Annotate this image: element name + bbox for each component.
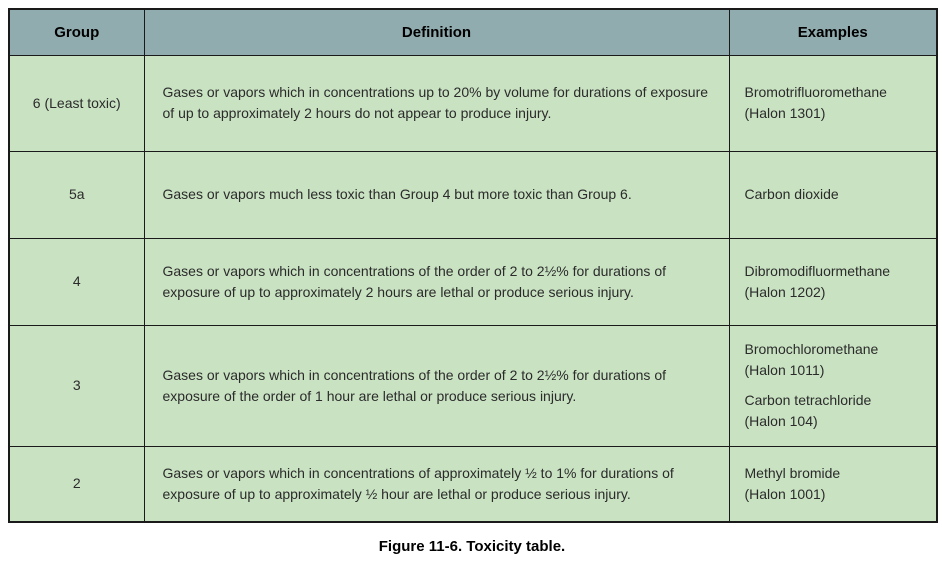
column-header-group: Group [8,8,145,56]
figure-caption: Figure 11-6. Toxicity table. [378,538,566,555]
example-halon: (Halon 1202) [744,283,826,300]
examples-cell: Dibromodifluormethane (Halon 1202) [728,237,938,326]
example-halon: (Halon 1301) [744,105,826,121]
group-cell: 6 (Least toxic) [8,54,145,152]
table-row-group-2: 2 Gases or vapors which in concentration… [8,445,938,523]
examples-cell: Methyl bromide (Halon 1001) [728,445,938,523]
definition-text: Gases or vapors which in concentrations … [162,366,667,404]
example-halon: (Halon 1001) [744,485,826,502]
group-cell: 5a [8,150,145,239]
table-row-group-6: 6 (Least toxic) Gases or vapors which in… [8,54,938,152]
example-name: Dibromodifluormethane [744,262,891,279]
example-item: Bromotrifluoromethane (Halon 1301) [745,82,931,124]
example-halon: (Halon 1011) [744,362,825,378]
column-header-definition: Definition [143,8,730,56]
definition-text: Gases or vapors which in concentrations … [162,464,674,502]
examples-cell: Bromochloromethane (Halon 1011) Carbon t… [728,324,938,447]
definition-text: Gases or vapors much less toxic than Gro… [162,186,632,202]
example-name: Methyl bromide [744,464,841,481]
group-cell: 2 [8,445,145,523]
examples-cell: Carbon dioxide [728,150,938,239]
table-row-group-4: 4 Gases or vapors which in concentration… [8,237,938,326]
example-name: Carbon tetrachloride [744,392,872,408]
group-cell: 3 [8,324,145,447]
example-name: Bromochloromethane [744,341,879,357]
example-item: Dibromodifluormethane (Halon 1202) [745,261,931,303]
table-row-group-3: 3 Gases or vapors which in concentration… [8,324,938,447]
definition-text: Gases or vapors which in concentrations … [162,84,709,121]
header-row: Group Definition Examples [8,8,938,56]
example-item: Carbon tetrachloride (Halon 104) [745,390,931,432]
example-name: Bromotrifluoromethane [744,84,887,100]
examples-cell: Bromotrifluoromethane (Halon 1301) [728,54,938,152]
example-item: Carbon dioxide [745,184,931,205]
definition-cell: Gases or vapors which in concentrations … [143,445,730,523]
definition-cell: Gases or vapors which in concentrations … [143,237,730,326]
group-cell: 4 [8,237,145,326]
definition-cell: Gases or vapors which in concentrations … [143,324,730,447]
definition-cell: Gases or vapors much less toxic than Gro… [143,150,730,239]
table-row-group-5a: 5a Gases or vapors much less toxic than … [8,150,938,239]
column-header-examples: Examples [728,8,938,56]
definition-cell: Gases or vapors which in concentrations … [143,54,730,152]
example-halon: (Halon 104) [744,413,818,429]
example-item: Bromochloromethane (Halon 1011) [745,339,931,381]
example-name: Carbon dioxide [744,186,839,202]
definition-text: Gases or vapors which in concentrations … [162,262,667,300]
toxicity-table: Group Definition Examples 6 (Least toxic… [8,8,938,523]
example-item: Methyl bromide (Halon 1001) [745,463,931,505]
